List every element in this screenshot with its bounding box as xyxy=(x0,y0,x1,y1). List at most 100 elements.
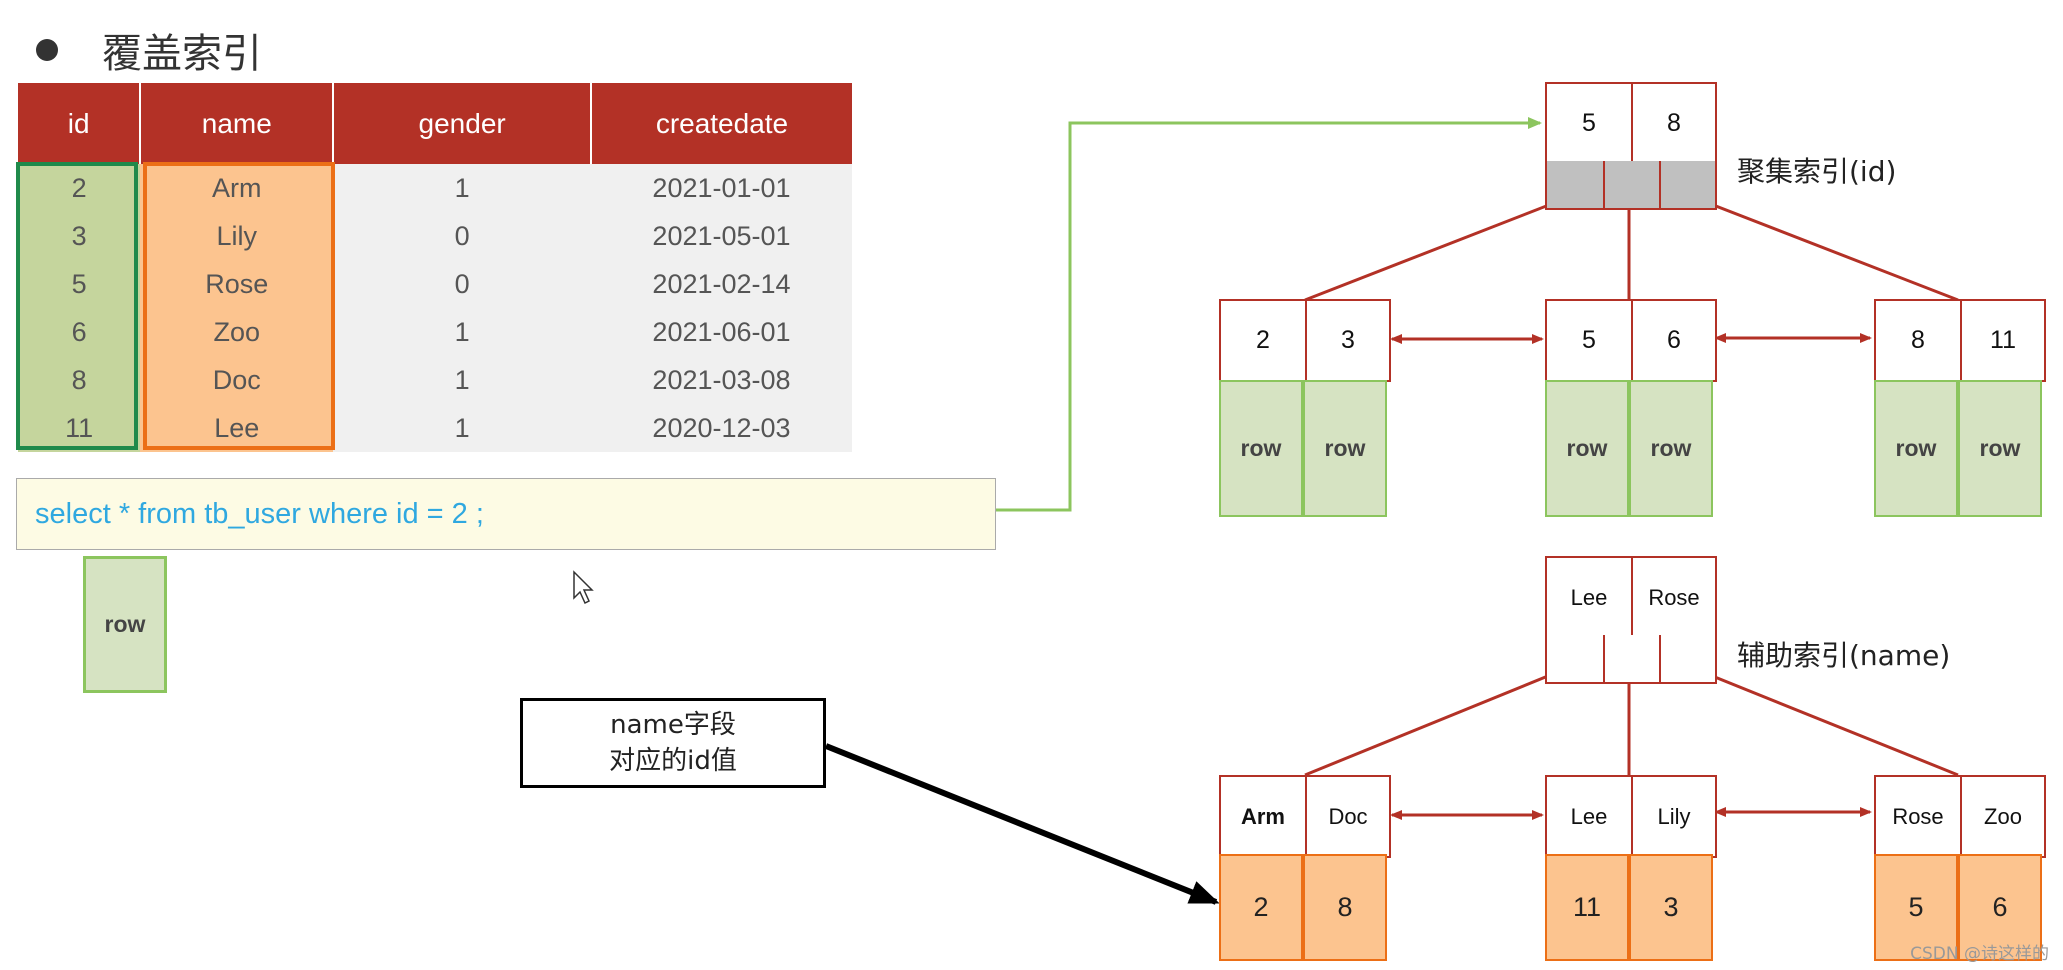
name-column-highlight xyxy=(143,162,335,450)
id-column-highlight xyxy=(16,162,138,450)
secondary-index-label: 辅助索引(name) xyxy=(1737,639,1951,672)
secondary-leaf-data: 11 3 xyxy=(1545,854,1713,961)
leaf-id-value: 11 xyxy=(1545,854,1629,961)
secondary-edge-right xyxy=(1689,665,1959,777)
leaf-key: Arm xyxy=(1240,803,1285,829)
cell-id: 8 xyxy=(18,356,141,404)
callout-arrow xyxy=(824,743,1220,905)
cell-createdate: 2021-01-01 xyxy=(590,164,852,212)
clustered-leaf-data: row row xyxy=(1874,380,2042,517)
cell-gender: 0 xyxy=(333,260,591,308)
watermark: CSDN @诗这样的 xyxy=(1910,944,2049,964)
leaf-key: Rose xyxy=(1892,803,1944,829)
clustered-root-key: 8 xyxy=(1631,84,1715,163)
result-row: row xyxy=(83,556,167,693)
user-table: id name gender createdate 2 Arm 1 2021-0… xyxy=(18,83,852,452)
leaf-id-value: 2 xyxy=(1219,854,1303,961)
leaf-row: row xyxy=(1958,380,2042,517)
cell-gender: 1 xyxy=(333,164,591,212)
cursor-icon xyxy=(573,570,594,605)
bullet-icon xyxy=(36,39,58,61)
leaf-row: row xyxy=(1219,380,1303,517)
section-heading: 覆盖索引 xyxy=(36,20,262,80)
leaf-key: 11 xyxy=(1960,301,2044,380)
cell-name: Rose xyxy=(140,260,334,308)
pointer-slot xyxy=(1547,161,1603,208)
cell-name: Arm xyxy=(140,164,334,212)
callout-line1: name字段 xyxy=(610,710,736,740)
secondary-leaf-node: Arm Doc xyxy=(1219,775,1391,858)
clustered-root-node: 5 8 xyxy=(1545,82,1717,165)
leaf-row: row xyxy=(1545,380,1629,517)
callout-line2: 对应的id值 xyxy=(609,746,737,776)
pointer-slot xyxy=(1603,635,1659,682)
leaf-key: Doc xyxy=(1305,777,1389,856)
leaf-key: 6 xyxy=(1631,301,1715,380)
clustered-index-label: 聚集索引(id) xyxy=(1737,155,1897,188)
clustered-leaf-data: row row xyxy=(1219,380,1387,517)
pointer-slot xyxy=(1659,635,1715,682)
cell-id: 6 xyxy=(18,308,141,356)
cell-createdate: 2021-05-01 xyxy=(590,212,852,260)
cell-id: 5 xyxy=(18,260,141,308)
cell-gender: 1 xyxy=(333,356,591,404)
secondary-leaf-data: 5 6 xyxy=(1874,854,2042,961)
secondary-root-key: Lee xyxy=(1570,584,1608,610)
clustered-edge-right xyxy=(1689,194,1959,302)
leaf-id-value: 3 xyxy=(1629,854,1713,961)
cell-createdate: 2021-06-01 xyxy=(590,308,852,356)
cell-gender: 1 xyxy=(333,404,591,452)
sql-to-root-arrow xyxy=(996,117,1542,512)
cell-name: Lily xyxy=(140,212,334,260)
table-row: 6 Zoo 1 2021-06-01 xyxy=(18,308,852,356)
secondary-edge-left xyxy=(1304,665,1571,777)
cell-name: Doc xyxy=(140,356,334,404)
cell-createdate: 2020-12-03 xyxy=(590,404,852,452)
sql-query-box: select * from tb_user where id = 2 ; xyxy=(16,478,996,550)
cell-gender: 0 xyxy=(333,212,591,260)
cell-id: 2 xyxy=(18,164,141,212)
pointer-slot xyxy=(1547,635,1603,682)
leaf-key: Zoo xyxy=(1960,777,2044,856)
header-gender: gender xyxy=(332,83,591,164)
leaf-id-value: 8 xyxy=(1303,854,1387,961)
cell-createdate: 2021-03-08 xyxy=(590,356,852,404)
secondary-root-pointers xyxy=(1545,635,1717,684)
cell-name: Lee xyxy=(140,404,334,452)
secondary-leaf-data: 2 8 xyxy=(1219,854,1387,961)
clustered-leaf-node: 8 11 xyxy=(1874,299,2046,382)
leaf-key: 8 xyxy=(1911,326,1925,354)
secondary-root-key: Rose xyxy=(1631,558,1715,637)
page-title: 覆盖索引 xyxy=(102,31,262,77)
cell-id: 3 xyxy=(18,212,141,260)
clustered-edge-left xyxy=(1304,194,1573,302)
secondary-leaf-node: Lee Lily xyxy=(1545,775,1717,858)
leaf-key: 3 xyxy=(1305,301,1389,380)
table-header-row: id name gender createdate xyxy=(18,83,852,164)
clustered-leaf-data: row row xyxy=(1545,380,1713,517)
clustered-leaf-node: 5 6 xyxy=(1545,299,1717,382)
header-createdate: createdate xyxy=(589,83,852,164)
clustered-root-key: 5 xyxy=(1582,109,1596,137)
leaf-id-value: 6 xyxy=(1958,854,2042,961)
pointer-slot xyxy=(1659,161,1715,208)
clustered-root-pointers xyxy=(1545,161,1717,210)
table-row: 11 Lee 1 2020-12-03 xyxy=(18,404,852,452)
leaf-key: 2 xyxy=(1256,326,1270,354)
table-row: 8 Doc 1 2021-03-08 xyxy=(18,356,852,404)
secondary-root-node: Lee Rose xyxy=(1545,556,1717,639)
cell-name: Zoo xyxy=(140,308,334,356)
secondary-leaf-node: Rose Zoo xyxy=(1874,775,2046,858)
table-row: 5 Rose 0 2021-02-14 xyxy=(18,260,852,308)
clustered-leaf-node: 2 3 xyxy=(1219,299,1391,382)
cell-gender: 1 xyxy=(333,308,591,356)
sql-query-text: select * from tb_user where id = 2 ; xyxy=(35,497,484,530)
callout-box: name字段 对应的id值 xyxy=(520,698,826,788)
leaf-key: 5 xyxy=(1582,326,1596,354)
pointer-slot xyxy=(1603,161,1659,208)
leaf-row: row xyxy=(1303,380,1387,517)
cell-createdate: 2021-02-14 xyxy=(590,260,852,308)
header-name: name xyxy=(139,83,334,164)
leaf-key: Lily xyxy=(1631,777,1715,856)
